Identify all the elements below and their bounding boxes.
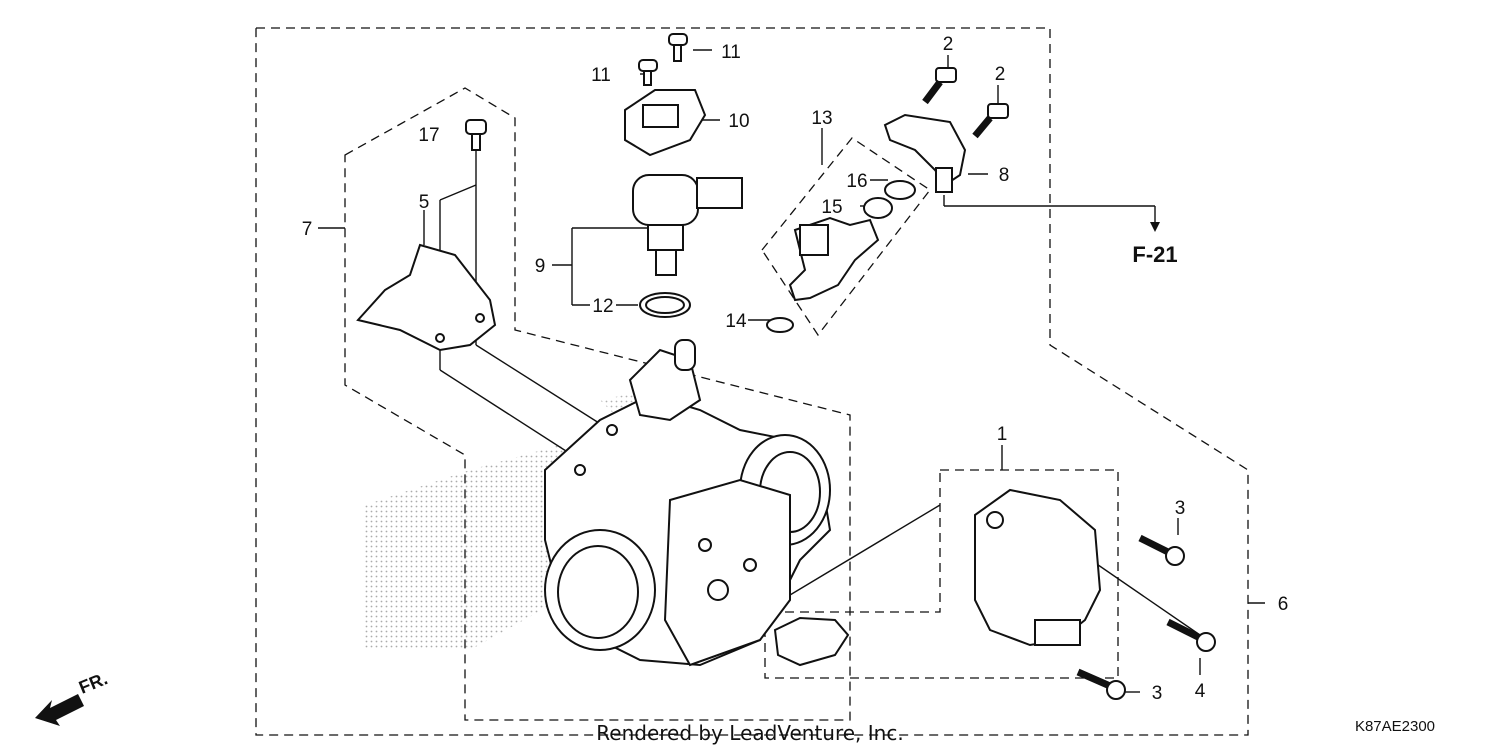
- sensor-unit-1: [974, 488, 1102, 647]
- spring-15: [863, 197, 893, 219]
- callout-11b: 11: [721, 42, 741, 63]
- credit-text: Rendered by LeadVenture, Inc.: [596, 721, 903, 745]
- callout-13: 13: [811, 108, 832, 129]
- o-ring-16: [884, 180, 916, 200]
- screw-11b: [668, 33, 688, 62]
- front-direction-arrow: FR.: [35, 668, 110, 726]
- callout-16: 16: [846, 171, 867, 192]
- bracket-part: [356, 243, 497, 352]
- screw-11a: [638, 59, 658, 86]
- callout-2b: 2: [995, 64, 1006, 85]
- front-direction-label: FR.: [76, 668, 110, 697]
- gasket-window: [642, 104, 679, 128]
- fuel-joint-8: [883, 113, 967, 193]
- callout-2a: 2: [943, 34, 954, 55]
- reference-label: F-21: [1132, 242, 1177, 267]
- bolt-2b: [972, 103, 1009, 139]
- assembly-7-outline: [344, 87, 851, 721]
- injector: [788, 216, 880, 302]
- sensor-gasket: [773, 616, 850, 667]
- bracket-hole: [435, 333, 445, 343]
- diagram-code: K87AE2300: [1355, 718, 1435, 735]
- o-ring-12-inner: [645, 296, 685, 314]
- callout-3b: 3: [1152, 683, 1163, 704]
- callout-labels: 1 2 2 3 3 4 5 6 7 8 9 10 11 11 12 13 14 …: [302, 34, 1289, 704]
- callout-11a: 11: [591, 65, 611, 86]
- throttle-body: [544, 339, 832, 667]
- assembly-6-outline: [255, 27, 1249, 736]
- callout-7: 7: [302, 219, 313, 240]
- callout-6: 6: [1278, 594, 1289, 615]
- callout-17: 17: [418, 125, 439, 146]
- callout-8: 8: [999, 165, 1010, 186]
- screw-3a: [1138, 534, 1185, 566]
- bracket-hole-2: [475, 313, 485, 323]
- callout-12: 12: [592, 296, 613, 317]
- callout-4: 4: [1195, 681, 1206, 702]
- screw-4: [1166, 618, 1216, 652]
- callout-1: 1: [997, 424, 1008, 445]
- seal-14: [766, 317, 794, 333]
- stipple-shadow: [365, 445, 600, 650]
- callout-3a: 3: [1175, 498, 1186, 519]
- screw-17: [465, 119, 487, 151]
- injector-group-outline: [761, 137, 931, 337]
- callout-14: 14: [725, 311, 747, 332]
- callout-15: 15: [821, 197, 842, 218]
- callout-5: 5: [419, 192, 430, 213]
- sensor-9: [632, 174, 743, 276]
- callout-10: 10: [728, 111, 749, 132]
- bolt-2a: [922, 67, 957, 105]
- screw-3b: [1076, 668, 1126, 700]
- sensor-unit-outline: [764, 469, 1119, 679]
- callout-9: 9: [535, 256, 546, 277]
